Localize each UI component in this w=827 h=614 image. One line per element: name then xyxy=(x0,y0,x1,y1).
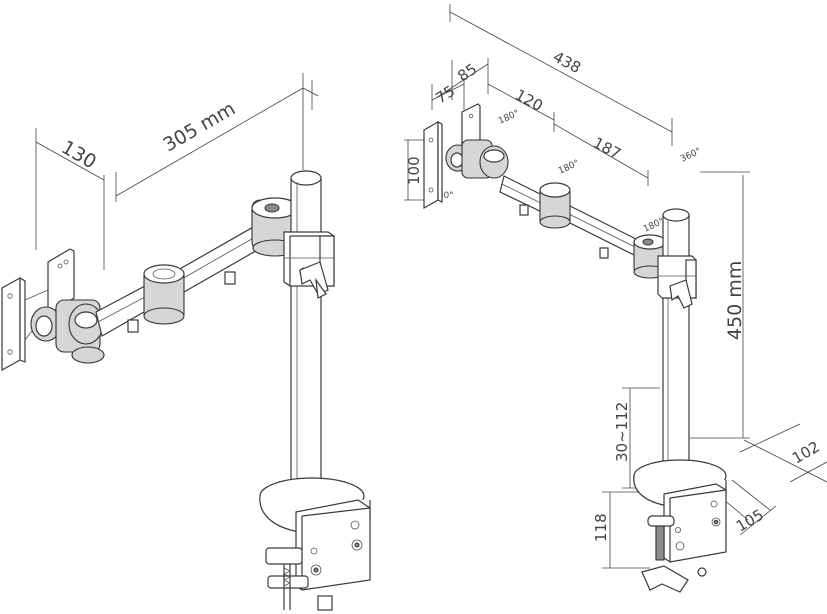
left-clamp xyxy=(259,477,371,611)
left-dimension-lines xyxy=(35,73,319,270)
right-102-dimension-label: 102 xyxy=(789,438,823,468)
left-tilt-head xyxy=(30,299,105,364)
left-depth-dimension-label: 130 xyxy=(58,136,100,173)
right-tilt-head xyxy=(445,139,509,179)
right-pole-collar xyxy=(657,255,697,309)
right-clamp-range-label: 30~112 xyxy=(613,402,631,462)
rotation-label-3: 180° xyxy=(557,158,581,176)
left-pole xyxy=(290,170,322,524)
right-118-dimension-label: 118 xyxy=(592,513,610,542)
right-187-dimension-label: 187 xyxy=(590,134,624,163)
right-arm-segments xyxy=(499,175,643,259)
right-85-dimension-label: 85 xyxy=(454,60,480,85)
left-vesa-plate xyxy=(1,248,75,372)
right-total-dimension-label: 438 xyxy=(550,48,584,77)
rotation-label-5: 360° xyxy=(679,146,703,164)
rotation-label-4: 180° xyxy=(642,216,666,234)
right-100-dimension-label: 100 xyxy=(405,156,423,185)
right-height-dimension-label: 450 mm xyxy=(724,261,746,340)
right-dimension-lines xyxy=(404,4,827,569)
rotation-label-2: 180° xyxy=(497,108,521,126)
rotation-label-1: 180° xyxy=(432,191,454,201)
right-clamp xyxy=(633,459,727,593)
right-monitor-arm: 438 85 75 120 187 100 180° 180° 180° 180… xyxy=(404,4,827,593)
right-105-dimension-label: 105 xyxy=(733,506,767,536)
left-middle-joint xyxy=(143,264,185,325)
right-middle-joint xyxy=(539,182,571,229)
right-pole xyxy=(662,208,690,494)
left-monitor-arm: 305 mm 130 xyxy=(1,73,371,611)
left-pole-collar xyxy=(283,231,335,299)
